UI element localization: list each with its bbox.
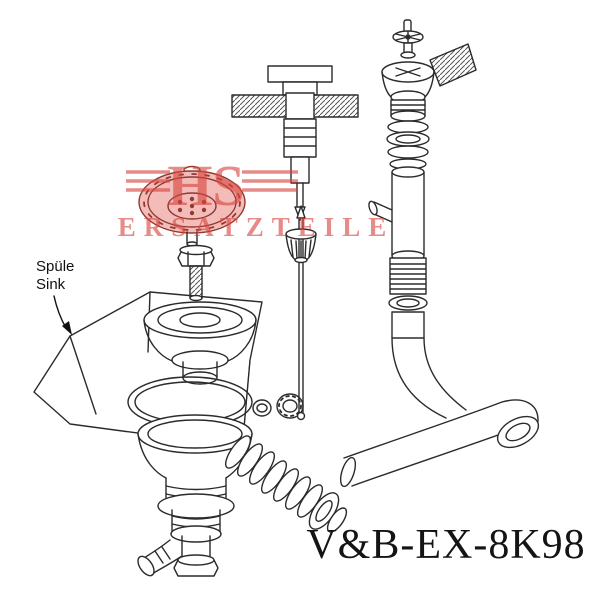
watermark: HS ERSATZTEILE (118, 153, 395, 242)
sink-label-en: Sink (36, 276, 66, 293)
sink-label-arrow (53, 295, 67, 329)
drain-flange (143, 301, 257, 385)
outlet-pipe (339, 399, 540, 488)
corrugated-hose (224, 435, 348, 533)
watermark-brand: HS (167, 153, 244, 218)
pull-rod (285, 205, 317, 421)
threaded-coupling (389, 257, 427, 295)
sink-label-arrowhead (62, 321, 72, 335)
elbow-pipe (391, 311, 467, 419)
slip-nut-ring (388, 295, 428, 311)
strainer-dome (138, 170, 246, 234)
bottom-elbow (137, 539, 183, 577)
overflow-pipe (368, 166, 425, 262)
overflow-flange (381, 61, 435, 122)
mounting-bolt (177, 244, 215, 302)
watermark-lines-right (242, 170, 298, 192)
countertop-cutout (429, 43, 477, 87)
strainer-cap (138, 165, 246, 247)
drain-body (137, 414, 253, 577)
sink-label: Spüle Sink (36, 258, 74, 335)
overflow-knob (392, 19, 424, 59)
sink-label-de: Spüle (36, 258, 74, 275)
small-o-ring (252, 399, 272, 417)
gasket-stack (386, 120, 430, 170)
product-code: V&B-EX-8K98 (306, 522, 585, 568)
watermark-lines-left (126, 170, 170, 192)
faucet-mount-cross-section (231, 65, 359, 221)
watermark-subtitle: ERSATZTEILE (118, 212, 395, 242)
